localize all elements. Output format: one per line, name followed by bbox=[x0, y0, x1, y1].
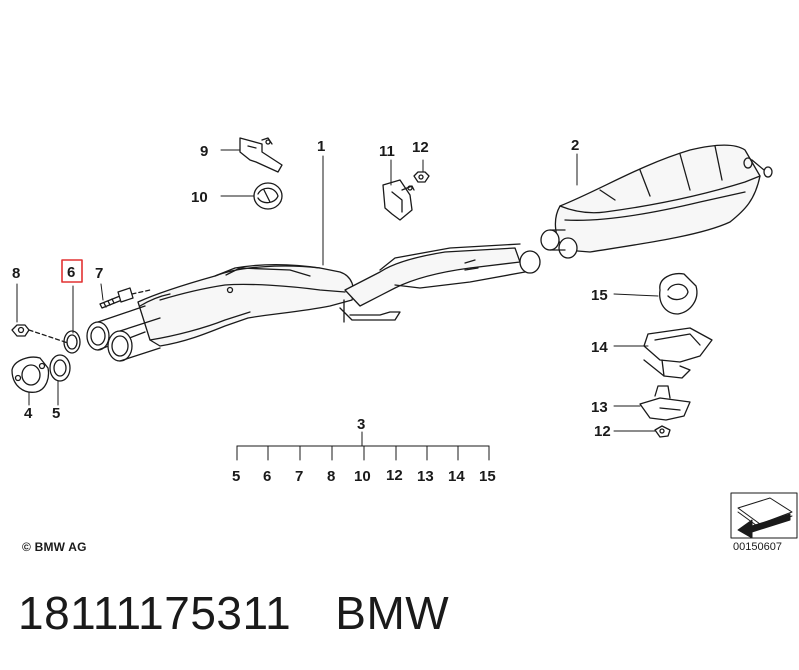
bolt-part-7[interactable] bbox=[99, 287, 134, 309]
nut-part-12-bottom[interactable] bbox=[654, 425, 671, 438]
label-part-13: 13 bbox=[591, 399, 608, 416]
label-part-14: 14 bbox=[591, 339, 608, 356]
label-part-8: 8 bbox=[12, 265, 20, 282]
diagram-code: 00150607 bbox=[733, 541, 782, 553]
rubber-mount-part-10[interactable] bbox=[253, 182, 283, 210]
bracket-part-14[interactable] bbox=[643, 327, 713, 379]
label-part-10: 10 bbox=[191, 189, 208, 206]
label-part-11: 11 bbox=[379, 143, 395, 160]
kit-child-label: 6 bbox=[263, 468, 271, 485]
label-part-5: 5 bbox=[52, 405, 60, 422]
label-part-7: 7 bbox=[95, 265, 103, 282]
kit-child-label: 15 bbox=[479, 468, 496, 485]
kit-bracket bbox=[236, 431, 490, 461]
flange-part-4[interactable] bbox=[11, 356, 50, 393]
kit-child-label: 7 bbox=[295, 468, 303, 485]
label-part-4: 4 bbox=[24, 405, 33, 422]
highlight-box bbox=[61, 259, 83, 283]
label-part-15: 15 bbox=[591, 287, 608, 304]
brand-name: BMW bbox=[335, 587, 450, 639]
rubber-mount-part-15[interactable] bbox=[659, 272, 698, 315]
gasket-ring-part-5[interactable] bbox=[49, 354, 71, 382]
front-pipe-part-1[interactable] bbox=[86, 243, 541, 362]
label-part-12-bottom: 12 bbox=[594, 423, 611, 440]
kit-child-label: 5 bbox=[232, 468, 240, 485]
kit-child-label: 12 bbox=[386, 467, 403, 484]
part-number: 18111175311 bbox=[18, 587, 292, 639]
diagram-reference-symbol bbox=[730, 492, 798, 539]
label-part-1: 1 bbox=[317, 138, 325, 155]
label-part-9: 9 bbox=[200, 143, 208, 160]
label-part-12-top: 12 bbox=[412, 139, 429, 156]
kit-child-label: 10 bbox=[354, 468, 371, 485]
copyright-notice: © BMW AG bbox=[22, 540, 87, 554]
label-part-2: 2 bbox=[571, 137, 579, 154]
label-part-6: 6 bbox=[67, 264, 75, 281]
kit-child-label: 8 bbox=[327, 468, 335, 485]
leader-lines bbox=[16, 149, 659, 432]
nut-part-12-top[interactable] bbox=[413, 171, 430, 183]
clamp-part-9[interactable] bbox=[239, 137, 283, 173]
kit-child-label: 13 bbox=[417, 468, 434, 485]
bracket-part-13[interactable] bbox=[639, 385, 691, 421]
kit-child-label: 14 bbox=[448, 468, 465, 485]
nut-part-8[interactable] bbox=[11, 324, 30, 337]
footer-title: 18111175311 BMW bbox=[18, 586, 449, 640]
label-part-3: 3 bbox=[357, 416, 365, 433]
bracket-part-11[interactable] bbox=[382, 179, 415, 221]
rear-muffler-part-2[interactable] bbox=[540, 144, 773, 259]
